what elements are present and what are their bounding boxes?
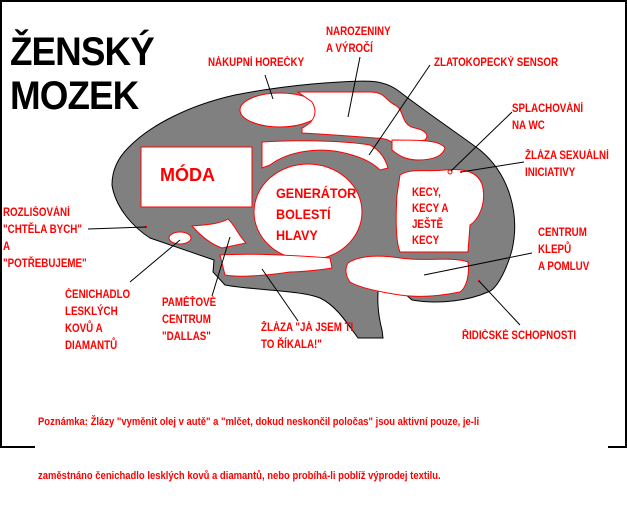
brain-illustration [87,56,533,339]
frame-border [0,446,35,448]
frame-border [625,0,627,448]
footnote: Poznámka: Žlázy "vyměnit olej v autě" a … [38,377,479,521]
label-driving-skills: ŘIDIČSKÉ SCHOPNOSTI [462,330,577,342]
region-small-right-upper [391,139,446,161]
region-chatter [395,169,485,253]
label-gossip-center: CENTRUM KLEPŮ A POMLUV [538,227,590,273]
label-toilet-flushing: SPLACHOVÁNÍ NA WC [512,103,584,132]
region-chatter-label: KECY, KECY A JEŠTĚ KECY [412,187,449,247]
region-fashion [140,146,253,208]
leader-told-you-so [261,268,299,322]
leader-sexual [460,161,525,173]
title-line-1: ŽENSKÝ [10,30,155,74]
label-memory-center: PAMĚŤOVÉ CENTRUM "DALLAS" [162,297,217,343]
leader-gold-digger [368,64,431,156]
region-told-you-so [219,253,333,277]
region-gossip [345,255,469,297]
diagram-canvas: ŽENSKÝ MOZEK MÓDA GENERÁTOR BOLESTÍ HLAV… [0,0,627,482]
label-shopping-fever: NÁKUPNÍ HOREČKY [208,57,305,69]
label-want-vs-need: ROZLIŠOVÁNÍ "CHTĚLA BYCH" A "POTŘEBUJEME… [3,207,87,270]
leader-toilet [450,111,513,172]
region-gold-digger [261,140,389,171]
leader-driving [478,280,521,326]
leader-memory [211,236,231,297]
label-sexual-initiative-gland: ŽLÁZA SEXUÁLNÍ INICIATIVY [525,150,609,179]
footnote-line-2: zaměstnáno čenichadlo lesklých kovů a di… [38,470,441,482]
leader-birthdays [347,56,361,118]
label-shiny-metal-sniffer: ČENICHADLO LESKLÝCH KOVŮ A DIAMANTŮ [65,289,131,352]
leader-shopping [264,74,274,100]
title-line-2: MOZEK [10,74,139,118]
region-fashion-label: MÓDA [160,165,215,185]
label-gold-digger-sensor: ZLATOKOPECKÝ SENSOR [434,57,559,69]
label-told-you-so-gland: ŽLÁZA "JÁ JSEM TI TO ŘÍKALA!" [261,322,354,351]
region-sniffer [168,231,192,245]
leader-want-need [87,226,147,230]
label-birthdays: NAROZENINY A VÝROČÍ [326,26,391,55]
footnote-line-1: Poznámka: Žlázy "vyměnit olej v autě" a … [38,416,480,428]
frame-border [0,0,2,446]
region-headache-generator-label: GENERÁTOR BOLESTÍ HLAVY [276,185,357,243]
leader-gossip [423,252,533,276]
region-memory [190,218,248,249]
frame-border [608,446,627,448]
leader-sniffer [129,239,181,283]
frame-border [0,0,627,2]
